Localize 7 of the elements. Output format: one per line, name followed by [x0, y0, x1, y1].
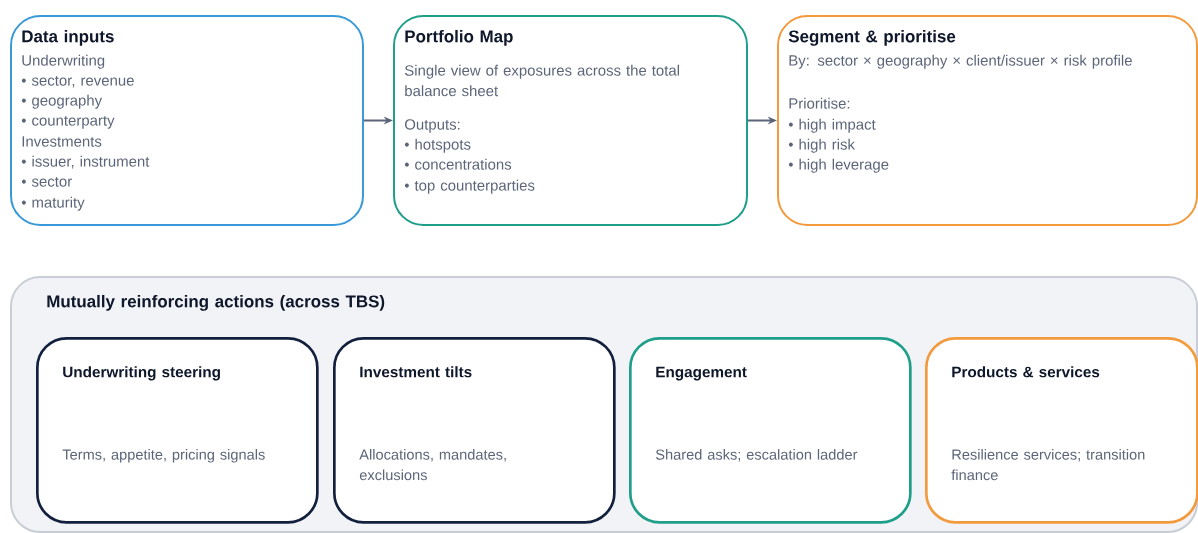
- action-card: Investment tilts Allocations, mandates, exclusions: [333, 337, 616, 524]
- input-box: Data inputs Underwriting • sector, revenue • geography • counterparty Investments • issuer, instrument • sector • maturity: [10, 15, 364, 226]
- process-box: Portfolio Map Single view of exposures across the total balance sheet Outputs: • hotspots • concentrations • top counterparties: [393, 15, 748, 226]
- process-box: Segment & prioritise By: sector × geography × client/issuer × risk profile Prioritise: • high impact • high risk • high leverage: [777, 15, 1198, 226]
- action-card: Engagement Shared asks; escalation ladder: [629, 337, 912, 524]
- action-card: Products & services Resilience services; transition finance: [925, 337, 1198, 524]
- action-card: Underwriting steering Terms, appetite, pricing signals: [36, 337, 319, 524]
